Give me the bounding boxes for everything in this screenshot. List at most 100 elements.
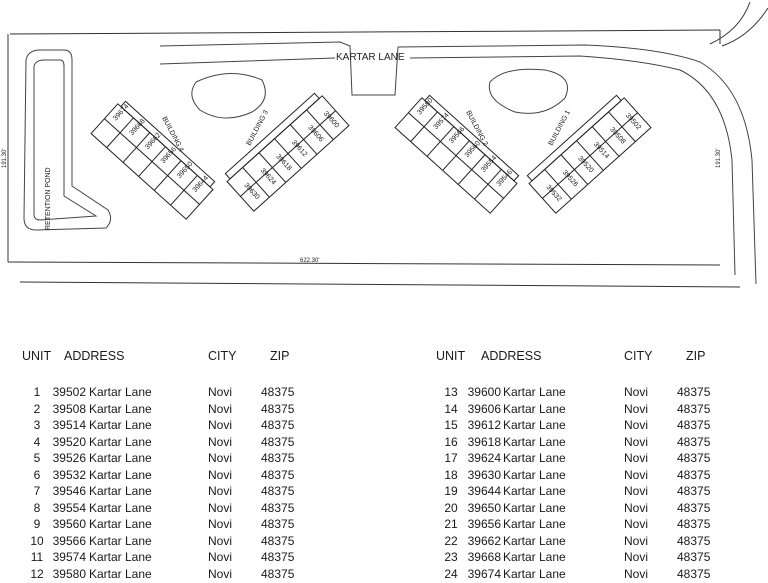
address-street-cell: Kartar Lane	[89, 517, 152, 531]
zip-cell: 48375	[677, 534, 710, 548]
address-number-cell: 39502	[46, 385, 86, 399]
zip-cell: 48375	[677, 550, 710, 564]
address-number-cell: 39580	[46, 567, 86, 581]
address-street-cell: Kartar Lane	[503, 385, 566, 399]
header-city: CITY	[208, 349, 236, 363]
address-number-cell: 39532	[46, 468, 86, 482]
city-cell: Novi	[208, 468, 232, 482]
city-cell: Novi	[208, 534, 232, 548]
address-street-cell: Kartar Lane	[503, 567, 566, 581]
zip-cell: 48375	[261, 451, 294, 465]
address-number-cell: 39674	[461, 567, 501, 581]
city-cell: Novi	[208, 402, 232, 416]
address-number-cell: 39644	[461, 484, 501, 498]
zip-cell: 48375	[261, 385, 294, 399]
zip-cell: 48375	[677, 435, 710, 449]
address-street-cell: Kartar Lane	[503, 435, 566, 449]
zip-cell: 48375	[677, 484, 710, 498]
street-label: KARTAR LANE	[336, 52, 405, 63]
address-street-cell: Kartar Lane	[503, 418, 566, 432]
address-number-cell: 39554	[46, 501, 86, 515]
table-header: UNIT ADDRESS CITY ZIP	[436, 345, 766, 385]
address-street-cell: Kartar Lane	[503, 402, 566, 416]
zip-cell: 48375	[677, 418, 710, 432]
city-cell: Novi	[208, 451, 232, 465]
city-cell: Novi	[624, 385, 648, 399]
landscape-island-left	[192, 73, 266, 118]
table-header: UNIT ADDRESS CITY ZIP	[22, 345, 352, 385]
address-street-cell: Kartar Lane	[89, 435, 152, 449]
city-cell: Novi	[624, 517, 648, 531]
address-street-cell: Kartar Lane	[89, 468, 152, 482]
zip-cell: 48375	[677, 567, 710, 581]
address-number-cell: 39618	[461, 435, 501, 449]
building-2: 39580 39574 39566 39560 39554 39546	[395, 93, 522, 214]
bottom-dimension-label: 622.30'	[300, 258, 320, 264]
zip-cell: 48375	[677, 517, 710, 531]
right-dimension-label: 191.30'	[716, 149, 722, 169]
address-number-cell: 39606	[461, 402, 501, 416]
city-cell: Novi	[208, 567, 232, 581]
header-unit: UNIT	[22, 349, 51, 363]
zip-cell: 48375	[261, 501, 294, 515]
city-cell: Novi	[624, 451, 648, 465]
header-zip: ZIP	[270, 349, 289, 363]
building-3: 39630 39624 39618 39612 39606 39600	[222, 91, 349, 212]
address-street-cell: Kartar Lane	[89, 385, 152, 399]
zip-cell: 48375	[261, 435, 294, 449]
header-city: CITY	[624, 349, 652, 363]
city-cell: Novi	[624, 402, 648, 416]
zip-cell: 48375	[261, 468, 294, 482]
city-cell: Novi	[208, 550, 232, 564]
address-street-cell: Kartar Lane	[89, 451, 152, 465]
city-cell: Novi	[208, 501, 232, 515]
zip-cell: 48375	[261, 534, 294, 548]
address-number-cell: 39566	[46, 534, 86, 548]
zip-cell: 48375	[677, 385, 710, 399]
city-cell: Novi	[624, 501, 648, 515]
address-street-cell: Kartar Lane	[89, 567, 152, 581]
site-plan-drawing: RETENTION POND KARTAR LANE 622.30' 191.3…	[0, 0, 768, 300]
left-dimension-label: 191.30'	[2, 149, 8, 169]
zip-cell: 48375	[261, 567, 294, 581]
address-number-cell: 39624	[461, 451, 501, 465]
building-4: 39674 39668 39662 39656 39650 39644	[91, 99, 218, 220]
zip-cell: 48375	[677, 468, 710, 482]
city-cell: Novi	[624, 534, 648, 548]
city-cell: Novi	[208, 435, 232, 449]
address-number-cell: 39546	[46, 484, 86, 498]
zip-cell: 48375	[261, 402, 294, 416]
address-number-cell: 39668	[461, 550, 501, 564]
address-street-cell: Kartar Lane	[89, 484, 152, 498]
address-street-cell: Kartar Lane	[89, 501, 152, 515]
address-street-cell: Kartar Lane	[503, 501, 566, 515]
address-number-cell: 39514	[46, 418, 86, 432]
address-number-cell: 39600	[461, 385, 501, 399]
address-number-cell: 39560	[46, 517, 86, 531]
header-unit: UNIT	[436, 349, 465, 363]
landscape-island-right	[489, 69, 567, 113]
address-number-cell: 39662	[461, 534, 501, 548]
address-street-cell: Kartar Lane	[503, 451, 566, 465]
address-street-cell: Kartar Lane	[503, 534, 566, 548]
address-street-cell: Kartar Lane	[503, 550, 566, 564]
building-3-label: BUILDING 3	[246, 109, 270, 147]
